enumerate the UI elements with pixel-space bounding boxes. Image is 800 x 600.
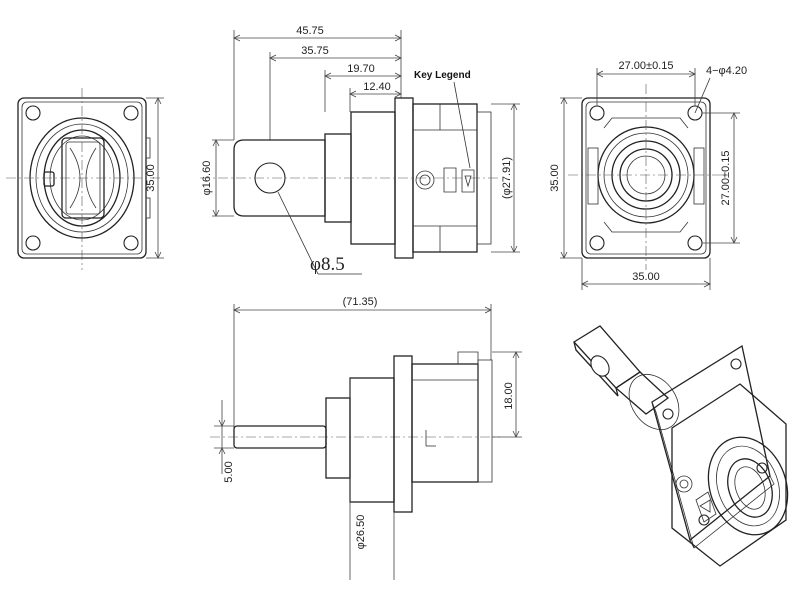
dim-body-diameter: φ26.50 bbox=[355, 515, 367, 550]
dim-length-3: 19.70 bbox=[347, 63, 375, 75]
dim-mount-holes: 4−φ4.20 bbox=[706, 65, 747, 77]
dim-rear-flange-width: 35.00 bbox=[632, 271, 660, 283]
dim-mount-spacing-vertical: 27.00±0.15 bbox=[720, 151, 732, 206]
dim-overall-length: 45.75 bbox=[296, 25, 324, 37]
front-view: 35.00 bbox=[6, 88, 164, 270]
front-flange-size-label: 35.00 bbox=[145, 164, 157, 192]
dim-side-height: 18.00 bbox=[503, 382, 515, 410]
dim-mount-spacing-horizontal: 27.00±0.15 bbox=[619, 60, 674, 72]
dim-hole-diameter: φ8.5 bbox=[310, 254, 345, 275]
dim-rear-flange-height: 35.00 bbox=[549, 164, 561, 192]
dim-length-4: 12.40 bbox=[363, 81, 391, 93]
dim-overall-length-side: (71.35) bbox=[343, 296, 378, 308]
rear-view: 27.00±0.15 4−φ4.20 35.00 27.00±0.15 35.0… bbox=[549, 60, 747, 290]
side-view: (71.35) 5.00 18.00 φ26.50 bbox=[210, 296, 522, 580]
dim-tab-thickness: 5.00 bbox=[223, 461, 235, 482]
isometric-view bbox=[572, 325, 789, 567]
dim-housing-diameter: (φ27.91) bbox=[501, 157, 513, 199]
top-view: 45.75 35.75 19.70 12.40 φ16.60 Key Legen… bbox=[200, 25, 520, 275]
dim-length-2: 35.75 bbox=[301, 45, 329, 57]
key-legend-label: Key Legend bbox=[414, 70, 471, 81]
